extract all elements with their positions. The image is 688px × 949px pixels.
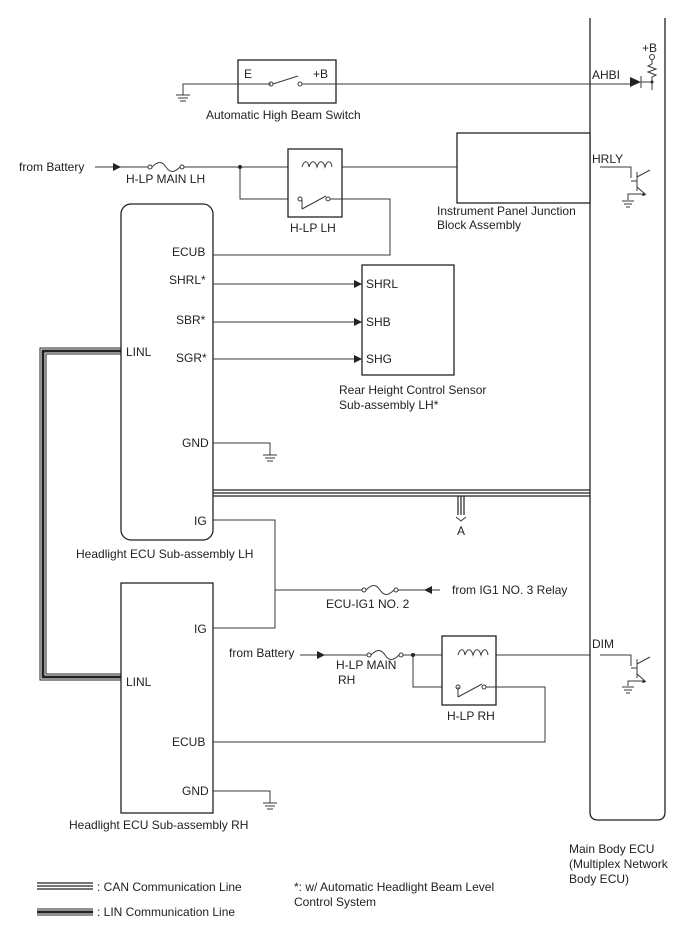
rh-feed-source: from Battery [229,646,294,660]
transistor-dim-symbol [600,654,651,694]
lh-pin-ig: IG [194,514,207,528]
can-junction-label: A [457,524,465,538]
arrow-icon [113,163,121,171]
sensor-line1: Rear Height Control Sensor [339,383,486,397]
ipjb-line2: Block Assembly [437,218,521,232]
lh-pin-shrl: SHRL* [169,273,206,287]
fuse-ecu-ig1 [361,585,399,595]
lh-pin-sgr: SGR* [176,351,207,365]
pin-ahbi: AHBI [592,68,620,82]
relay-lh-label: H-LP LH [290,221,336,235]
automatic-high-beam-switch: E +B Automatic High Beam Switch [206,59,361,122]
fuse-h-lp-main-lh [147,162,185,172]
relay-h-lp-lh: H-LP LH [287,148,343,235]
fuse-h-lp-main-rh [366,650,404,660]
ig-feed-source: from IG1 NO. 3 Relay [452,583,567,597]
wire-relay-lh-ecub [213,198,391,256]
main-ecu-name-line2: (Multiplex Network [569,857,669,871]
legend-lin: : LIN Communication Line [97,905,235,919]
headlight-ecu-rh: IG LINL ECUB GND Headlight ECU Sub-assem… [69,582,248,832]
main-body-ecu: Main Body ECU (Multiplex Network Body EC… [569,18,669,886]
headlight-ecu-lh: ECUB SHRL* SBR* SGR* LINL GND IG Headlig… [76,203,253,561]
pin-dim: DIM [592,637,614,651]
sensor-line2: Sub-assembly LH* [339,398,439,412]
sensor-pin-shrl: SHRL [366,277,398,291]
ipjb-line1: Instrument Panel Junction [437,204,576,218]
switch-pin-e: E [244,67,252,81]
lh-pin-ecub: ECUB [172,245,205,259]
arrow-icon [317,651,325,659]
lh-feed-source: from Battery [19,160,84,174]
ground-icon [176,94,190,102]
rh-name: Headlight ECU Sub-assembly RH [69,818,248,832]
sensor-pin-shg: SHG [366,352,392,366]
rear-height-control-sensor: SHRL SHB SHG Rear Height Control Sensor … [339,264,486,412]
arrow-icon [424,586,432,594]
main-ecu-name-line1: Main Body ECU [569,842,654,856]
rh-fuse-line1: H-LP MAIN [336,658,396,672]
lh-pin-linl: LINL [126,345,152,359]
lh-pin-gnd: GND [182,436,209,450]
ground-icon [263,454,277,462]
lh-pin-sbr: SBR* [176,313,206,327]
lh-name: Headlight ECU Sub-assembly LH [76,547,253,561]
switch-name: Automatic High Beam Switch [206,108,361,122]
legend: : CAN Communication Line : LIN Communica… [37,880,494,919]
rh-pin-ig: IG [194,622,207,636]
lin-bus-line [39,347,121,681]
legend-note-line1: *: w/ Automatic Headlight Beam Level [294,880,494,894]
legend-note-line2: Control System [294,895,376,909]
wire-rh-gnd [213,790,271,803]
rh-fuse-line2: RH [338,673,355,687]
wire-relay-rh-ecub [213,686,546,743]
relay-rh-label: H-LP RH [447,709,495,723]
wire-ahb-ground [182,83,271,95]
wire-ig-lh [213,519,276,629]
relay-h-lp-rh: H-LP RH [441,635,497,723]
ground-icon [263,802,277,810]
rh-pin-gnd: GND [182,784,209,798]
supply-plus-b: +B [642,41,657,55]
instrument-panel-junction-block: Instrument Panel Junction Block Assembly [437,132,591,232]
rh-pin-ecub: ECUB [172,735,205,749]
pullup-resistor-symbol [646,54,658,90]
pin-hrly: HRLY [592,152,623,166]
wire-lh-gnd [213,442,271,455]
rh-pin-linl: LINL [126,675,152,689]
legend-can: : CAN Communication Line [97,880,242,894]
can-bus-line: A [213,489,590,538]
sensor-pin-shb: SHB [366,315,391,329]
main-ecu-name-line3: Body ECU) [569,872,629,886]
diode-symbol [630,76,652,88]
switch-pin-b: +B [313,67,328,81]
ig-fuse-label: ECU-IG1 NO. 2 [326,597,410,611]
fuse-lh-label: H-LP MAIN LH [126,172,205,186]
transistor-hrly-symbol [600,166,651,208]
